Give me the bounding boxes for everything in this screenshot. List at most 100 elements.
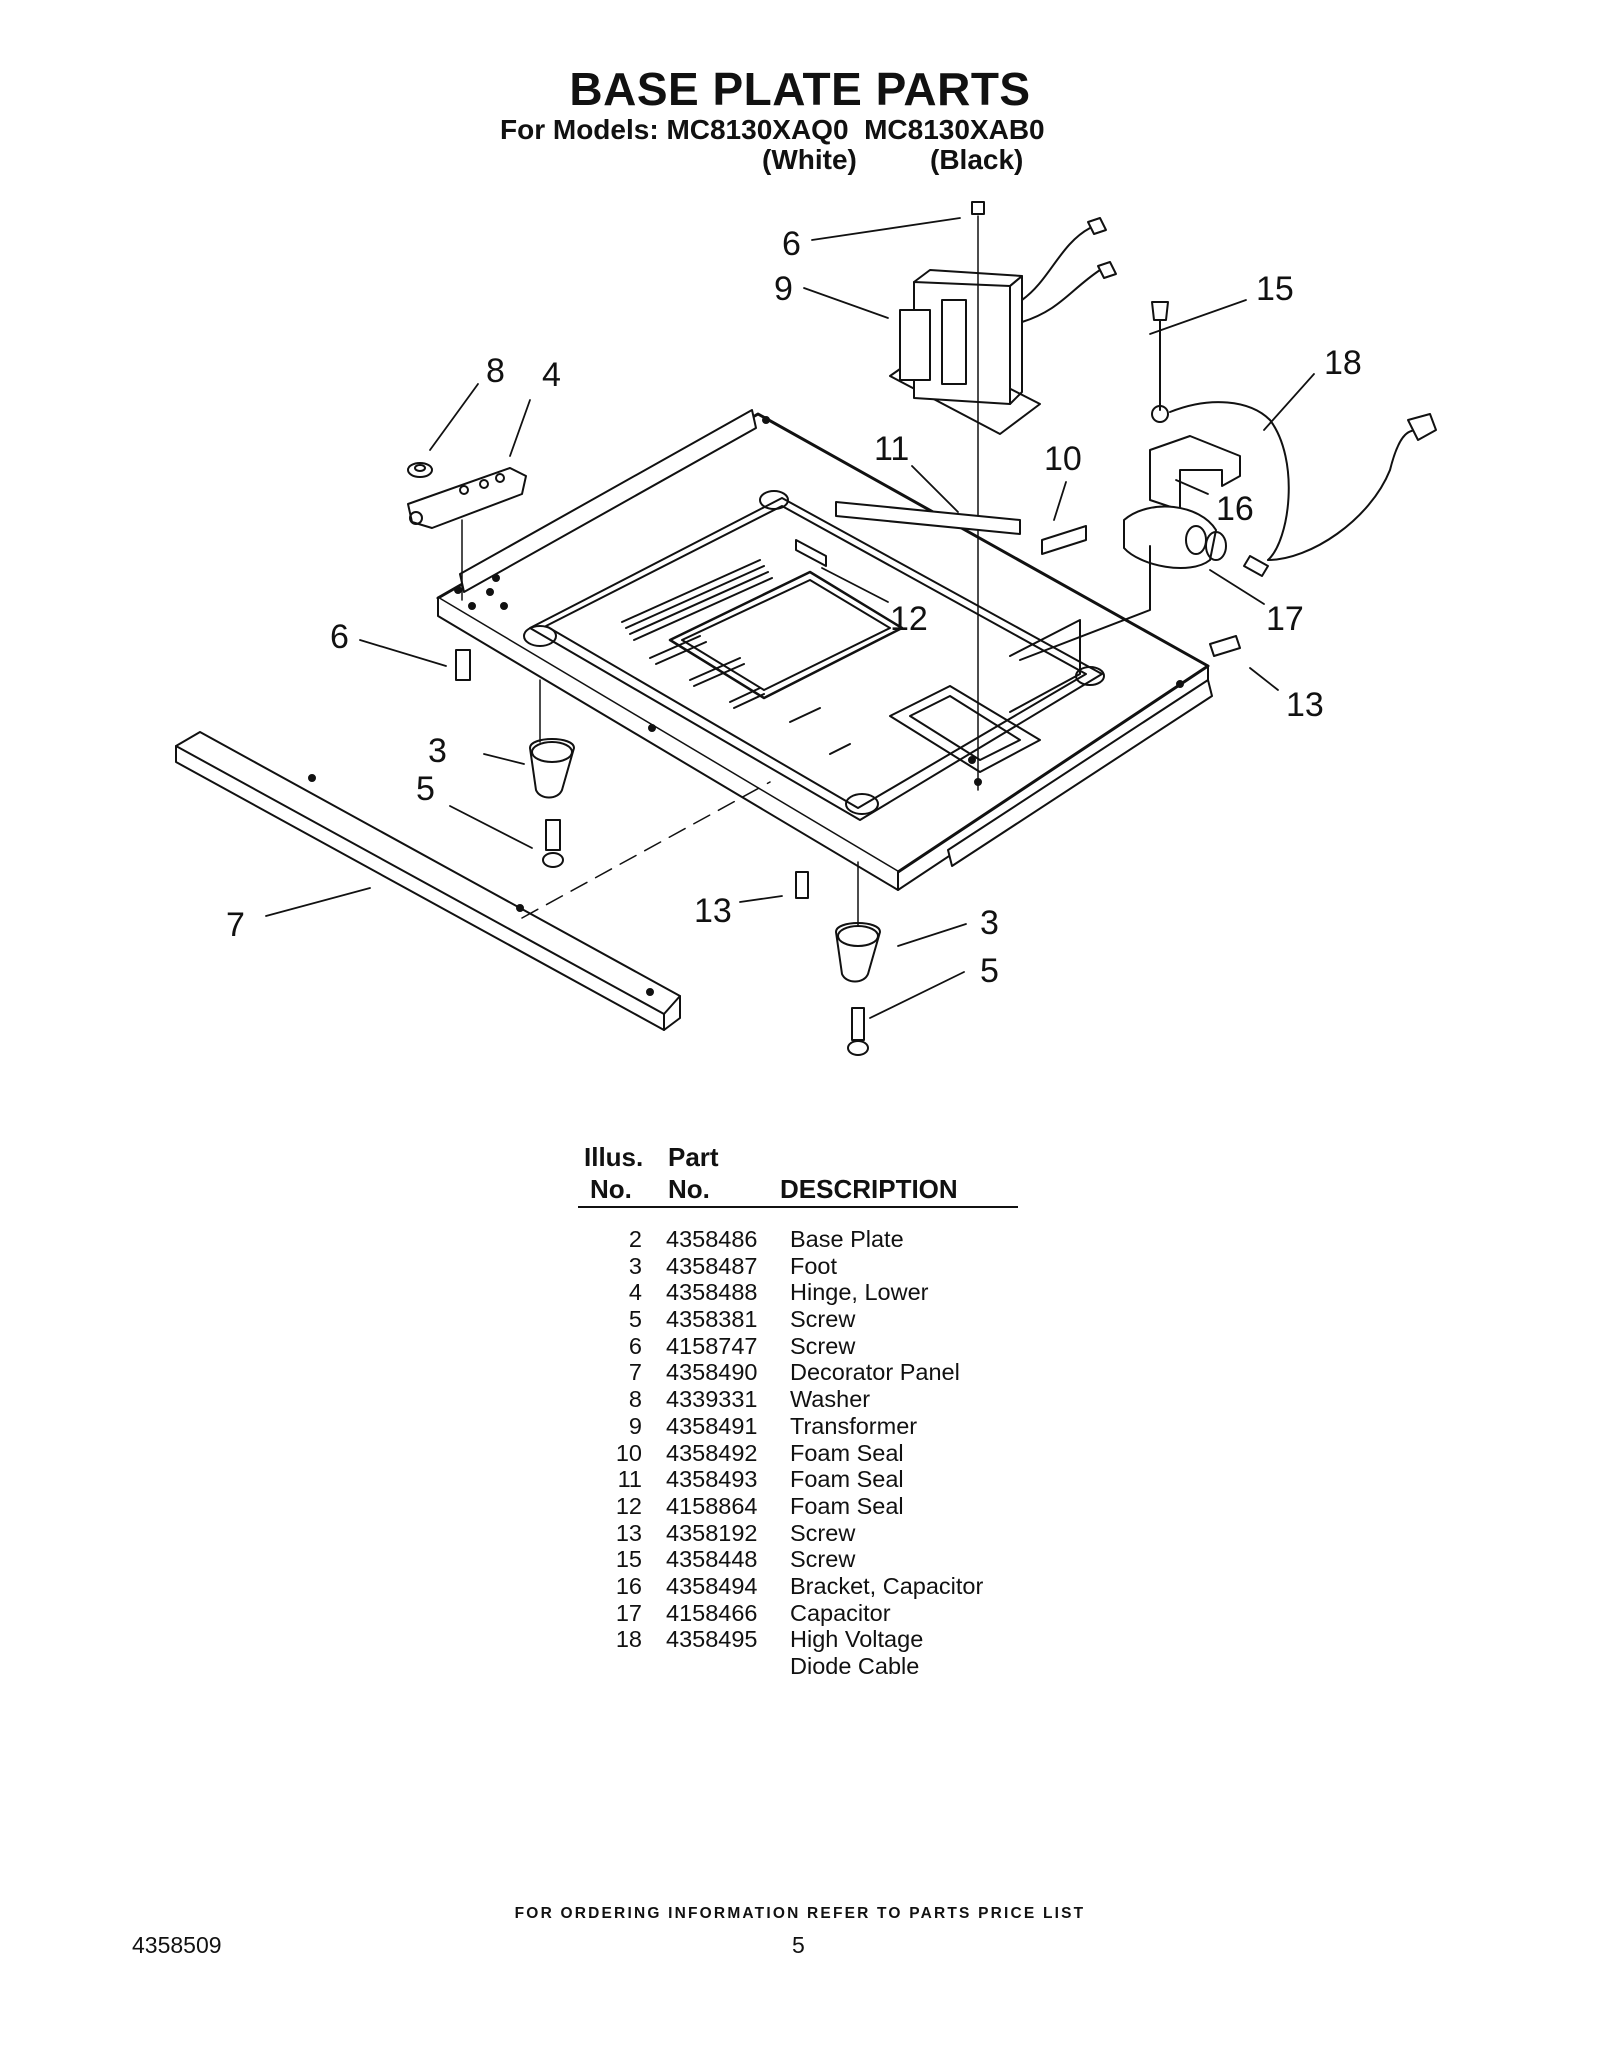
callout-3-right: 3 — [980, 904, 999, 942]
table-row: 6 4158747 Screw — [578, 1333, 1018, 1360]
table-row: 4 4358488 Hinge, Lower — [578, 1279, 1018, 1306]
part-number: 4158747 — [666, 1332, 758, 1359]
illus-number: 12 — [615, 1492, 642, 1519]
table-row: 10 4358492 Foam Seal — [578, 1440, 1018, 1467]
callout-5-right: 5 — [980, 952, 999, 990]
fasteners-drawing — [455, 635, 1241, 1056]
callout-17: 17 — [1266, 600, 1304, 638]
illus-number: 16 — [615, 1572, 642, 1599]
table-row: 7 4358490 Decorator Panel — [578, 1359, 1018, 1386]
part-number: 4358192 — [666, 1519, 758, 1546]
table-head-illus: Illus. — [584, 1142, 644, 1172]
part-number: 4358490 — [666, 1359, 758, 1386]
color-black-label: (Black) — [930, 144, 1024, 175]
part-description: Bracket, Capacitor — [790, 1572, 984, 1599]
part-description: Screw — [790, 1546, 856, 1573]
capacitor-drawing — [1019, 301, 1437, 661]
base-plate-drawing — [436, 409, 1213, 891]
part-description: Foam Seal — [790, 1439, 904, 1466]
callout-11: 11 — [874, 430, 909, 468]
callout-10: 10 — [1044, 440, 1082, 478]
illus-number: 3 — [628, 1252, 642, 1279]
table-row: 9 4358491 Transformer — [578, 1413, 1018, 1440]
part-description: Diode Cable — [790, 1653, 920, 1679]
illus-number: 11 — [617, 1466, 642, 1493]
part-description: Foam Seal — [790, 1492, 904, 1519]
callout-7: 7 — [226, 906, 245, 944]
part-description: Screw — [790, 1306, 856, 1333]
table-row: 12 4158864 Foam Seal — [578, 1493, 1018, 1520]
part-description: Decorator Panel — [790, 1359, 960, 1386]
illus-number: 9 — [628, 1412, 642, 1439]
part-number: 4358487 — [666, 1252, 758, 1279]
illus-number: 17 — [615, 1599, 642, 1626]
table-head-illus-no: No. — [590, 1174, 632, 1204]
page-number: 5 — [792, 1932, 805, 1958]
callout-18: 18 — [1324, 344, 1362, 382]
foam-seals-drawing — [795, 501, 1087, 567]
part-number: 4358492 — [666, 1439, 758, 1466]
table-head-part-no: No. — [668, 1174, 710, 1204]
part-number: 4158466 — [666, 1599, 758, 1626]
table-row: 5 4358381 Screw — [578, 1306, 1018, 1333]
description-continuation: Diode Cable — [578, 1653, 1018, 1680]
illus-number: 13 — [615, 1519, 642, 1546]
decorator-panel-drawing — [175, 731, 771, 1031]
table-head-part: Part — [668, 1142, 719, 1172]
callout-12: 12 — [890, 600, 928, 638]
callout-15: 15 — [1256, 270, 1294, 308]
illus-number: 8 — [628, 1386, 642, 1413]
part-description: Transformer — [790, 1412, 918, 1439]
illus-number: 15 — [615, 1546, 642, 1573]
illus-number: 5 — [628, 1306, 642, 1333]
part-number: 4358495 — [666, 1626, 758, 1653]
part-number: 4358381 — [666, 1306, 758, 1333]
table-row: 15 4358448 Screw — [578, 1546, 1018, 1573]
table-header-rule — [578, 1206, 1018, 1208]
callout-13-right: 13 — [1286, 686, 1324, 724]
illus-number: 6 — [628, 1332, 642, 1359]
leader-lines — [265, 217, 1315, 1019]
illus-number: 10 — [615, 1439, 642, 1466]
color-white-label: (White) — [762, 144, 857, 175]
diagram-callouts: 6 9 15 18 8 4 11 10 16 17 12 6 13 3 5 7 … — [226, 225, 1362, 990]
table-row: 17 4158466 Capacitor — [578, 1600, 1018, 1627]
part-number: 4358491 — [666, 1412, 758, 1439]
part-description: Foam Seal — [790, 1466, 904, 1493]
part-description: High Voltage — [790, 1626, 924, 1653]
part-description: Screw — [790, 1519, 856, 1546]
part-description: Capacitor — [790, 1599, 891, 1626]
callout-13-bottom: 13 — [694, 892, 732, 930]
callout-3-left: 3 — [428, 732, 447, 770]
ordering-note: FOR ORDERING INFORMATION REFER TO PARTS … — [514, 1905, 1086, 1922]
illus-number: 7 — [628, 1359, 642, 1386]
transformer-drawing — [889, 201, 1117, 791]
page-title: BASE PLATE PARTS — [569, 63, 1031, 115]
table-row: 8 4339331 Washer — [578, 1386, 1018, 1413]
part-description: Screw — [790, 1332, 856, 1359]
part-number: 4358488 — [666, 1279, 758, 1306]
exploded-parts-diagram: 6 9 15 18 8 4 11 10 16 17 12 6 13 3 5 7 … — [175, 201, 1437, 1056]
part-number: 4358448 — [666, 1546, 758, 1573]
illus-number: 4 — [628, 1279, 642, 1306]
callout-6-top: 6 — [782, 225, 801, 263]
callout-16: 16 — [1216, 490, 1254, 528]
part-description: Hinge, Lower — [790, 1279, 929, 1306]
document-number: 4358509 — [132, 1932, 222, 1958]
hinge-drawing — [407, 462, 527, 601]
illus-number: 2 — [628, 1226, 642, 1252]
part-description: Washer — [790, 1386, 871, 1413]
callout-4: 4 — [542, 356, 561, 394]
table-row: 13 4358192 Screw — [578, 1520, 1018, 1547]
part-number: 4158864 — [666, 1492, 758, 1519]
part-number: 4358486 — [666, 1226, 758, 1252]
part-description: Foot — [790, 1252, 838, 1279]
callout-9: 9 — [774, 270, 793, 308]
models-subtitle: For Models: MC8130XAQ0 MC8130XAB0 — [500, 114, 1045, 145]
part-number: 4339331 — [666, 1386, 758, 1413]
